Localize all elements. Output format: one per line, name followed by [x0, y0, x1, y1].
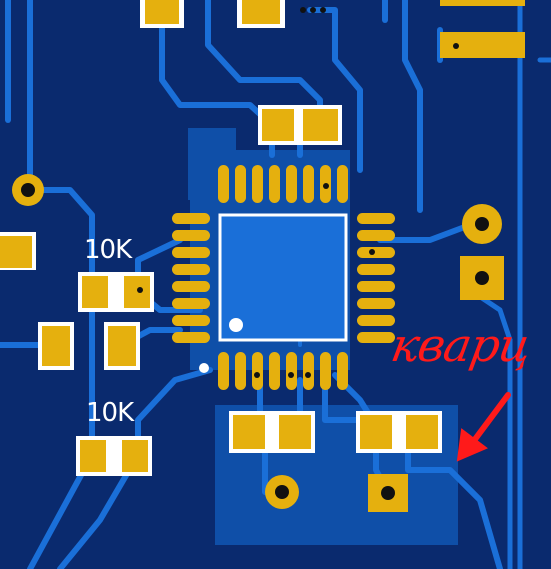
through-holes [12, 7, 502, 512]
annotation-label: кварц [387, 318, 535, 372]
pin1-dot [199, 363, 209, 373]
ic-center-pad [218, 213, 348, 342]
smd-pads [0, 0, 525, 476]
arrow-icon [456, 392, 511, 462]
ic-pads [172, 165, 395, 390]
pin1-marker [229, 318, 243, 332]
resistor-label: 10K [84, 235, 132, 265]
resistor-label: 10K [86, 398, 134, 428]
